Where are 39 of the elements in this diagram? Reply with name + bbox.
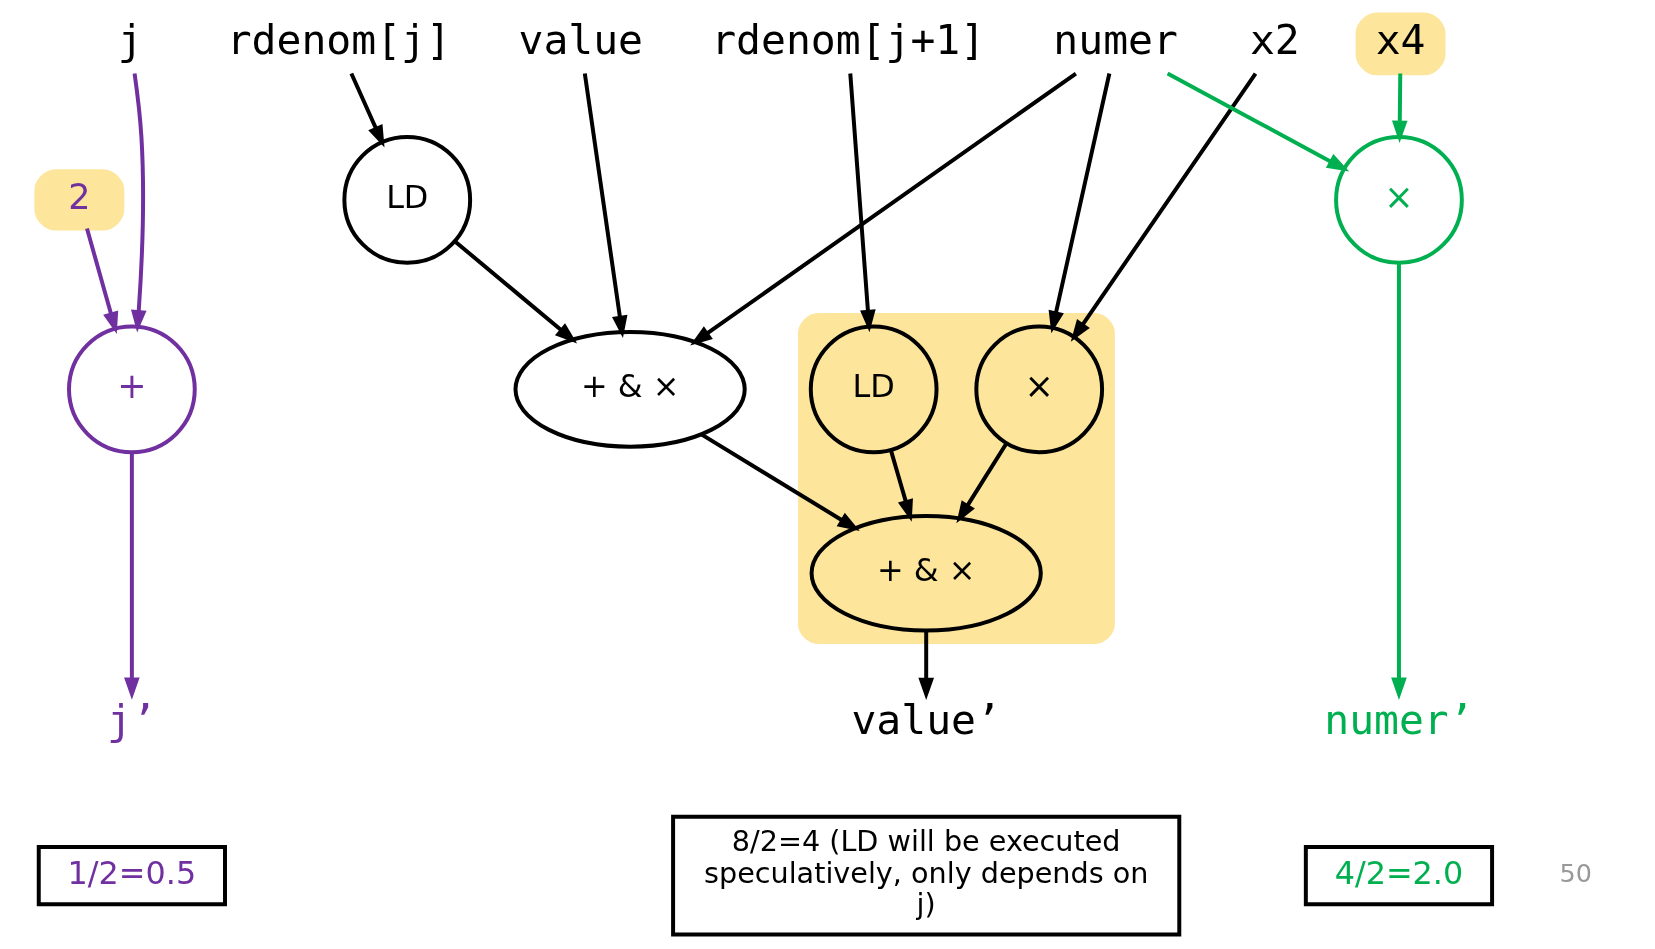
arrow	[918, 630, 934, 701]
arrow	[349, 72, 385, 148]
node-text: value’	[851, 695, 1001, 744]
arrow	[124, 452, 140, 700]
node-box: x4	[1355, 12, 1446, 76]
node-circle: ×	[1334, 135, 1464, 265]
arrow	[956, 442, 1009, 524]
node-box: 8/2=4 (LD will be executed speculatively, only depends on j)	[671, 814, 1182, 937]
node-box: 2	[34, 169, 125, 231]
arrow	[700, 432, 860, 532]
node-text: x2	[1249, 15, 1300, 64]
arrow	[690, 71, 1078, 346]
node-text: value	[518, 15, 644, 64]
label: 50	[1559, 857, 1592, 888]
node-text: numer	[1053, 15, 1178, 64]
arrow	[1391, 263, 1407, 700]
node-text: rdenom[j+1]	[711, 15, 986, 64]
arrow	[1166, 71, 1350, 172]
node-box: 1/2=0.5	[36, 845, 227, 907]
arrow	[131, 73, 147, 333]
node-circle: ×	[974, 324, 1105, 455]
node-text: rdenom[j]	[226, 15, 451, 64]
node-text: numer’	[1324, 695, 1474, 744]
node-ellipse: + & ×	[513, 330, 747, 449]
node-circle: +	[67, 324, 197, 455]
arrow	[1048, 73, 1112, 334]
arrow	[1070, 72, 1258, 342]
arrow	[453, 239, 578, 344]
cluster	[798, 312, 1115, 645]
node-text: j	[117, 15, 143, 64]
arrow	[848, 73, 876, 333]
arrow	[888, 449, 913, 522]
node-text: j’	[106, 695, 157, 744]
arrow	[85, 228, 119, 335]
node-circle: LD	[342, 135, 473, 265]
arrow	[1391, 73, 1408, 143]
node-box: 4/2=2.0	[1303, 845, 1495, 907]
node-circle: LD	[808, 324, 939, 455]
arrow	[582, 73, 628, 338]
